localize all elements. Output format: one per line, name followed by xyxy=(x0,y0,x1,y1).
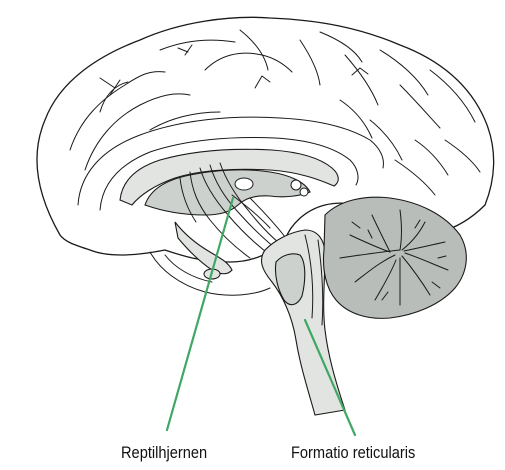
label-reptilhjernen: Reptilhjernen xyxy=(121,443,207,463)
cerebellum xyxy=(324,197,467,318)
pineal-node-2 xyxy=(300,188,308,196)
pons xyxy=(275,254,304,305)
pineal-node-1 xyxy=(291,180,301,190)
label-formatio-reticularis: Formatio reticularis xyxy=(291,443,415,463)
thalamus-nucleus xyxy=(235,178,253,190)
